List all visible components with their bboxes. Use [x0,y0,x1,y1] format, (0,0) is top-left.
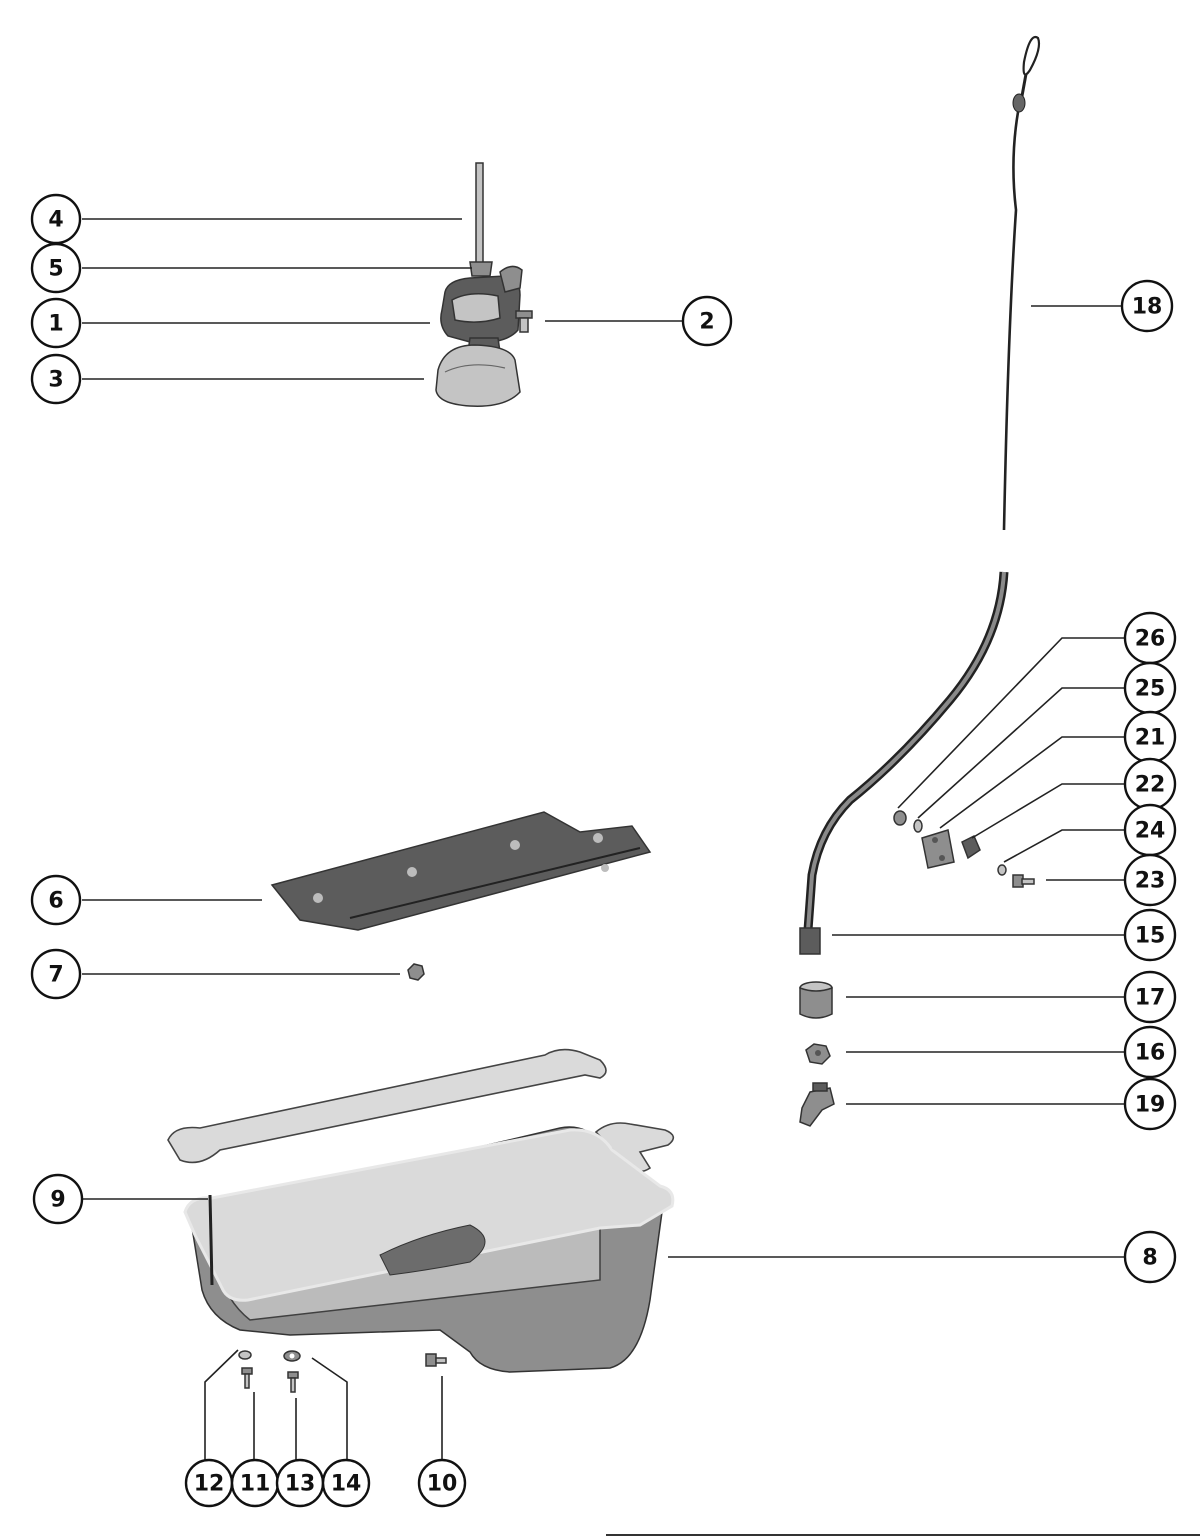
leader-lines [82,218,1125,1460]
callout-19-label: 19 [1135,1093,1166,1118]
callout-17-label: 17 [1135,986,1166,1011]
callout-6: 6 [30,874,82,926]
callout-1-label: 1 [48,312,63,337]
callout-10: 10 [417,1458,467,1508]
callout-12: 12 [184,1458,234,1508]
callout-9-label: 9 [50,1188,65,1213]
callout-15-label: 15 [1135,924,1166,949]
callout-8: 8 [1123,1230,1177,1284]
callout-3: 3 [30,353,82,405]
callout-9: 9 [32,1173,84,1225]
callout-22-label: 22 [1135,773,1166,798]
callout-12-label: 12 [194,1472,225,1497]
callout-6-label: 6 [48,889,63,914]
callout-14: 14 [321,1458,371,1508]
callout-19: 19 [1123,1077,1177,1131]
oil-pump-assembly-illustration [435,162,523,407]
callout-11-label: 11 [240,1472,271,1497]
callout-1: 1 [30,297,82,349]
baffle-nut-illustration [407,963,425,981]
callout-21-label: 21 [1135,726,1166,751]
callout-21: 21 [1123,710,1177,764]
callout-2: 2 [681,295,733,347]
callout-7-label: 7 [48,963,63,988]
callout-3-label: 3 [48,368,63,393]
callout-8-label: 8 [1142,1246,1157,1271]
callout-13: 13 [275,1458,325,1508]
callout-23: 23 [1123,853,1177,907]
callout-23-label: 23 [1135,869,1166,894]
callout-18-label: 18 [1132,295,1163,320]
callout-5: 5 [30,242,82,294]
pan-gasket-illustration [167,1048,675,1173]
callout-25-label: 25 [1135,677,1166,702]
drain-hardware-illustration [238,1350,447,1393]
callout-22: 22 [1123,757,1177,811]
callout-11: 11 [230,1458,280,1508]
callout-17: 17 [1123,970,1177,1024]
callout-24-label: 24 [1135,819,1166,844]
callout-26-label: 26 [1135,627,1166,652]
callout-16-label: 16 [1135,1041,1166,1066]
callout-4: 4 [30,193,82,245]
callout-13-label: 13 [285,1472,316,1497]
oil-pan-illustration [183,1126,675,1373]
callout-4-label: 4 [48,208,63,233]
callout-10-label: 10 [427,1472,458,1497]
elbow-fitting-illustration [799,1082,835,1127]
callout-25: 25 [1123,661,1177,715]
callout-24: 24 [1123,803,1177,857]
sleeve-illustration [799,981,833,1019]
tube-bracket-hardware-illustration [893,810,1035,888]
dipstick-illustration [1002,35,1041,531]
callout-7: 7 [30,948,82,1000]
callout-15: 15 [1123,908,1177,962]
callout-26: 26 [1123,611,1177,665]
callout-18: 18 [1120,279,1174,333]
callout-2-label: 2 [699,310,714,335]
callout-5-label: 5 [48,257,63,282]
callout-16: 16 [1123,1025,1177,1079]
nut-illustration [805,1043,831,1065]
baffle-plate-illustration [270,811,652,931]
dipstick-tube-illustration [799,571,1009,955]
callout-14-label: 14 [331,1472,362,1497]
pump-bolt-illustration [515,310,533,333]
